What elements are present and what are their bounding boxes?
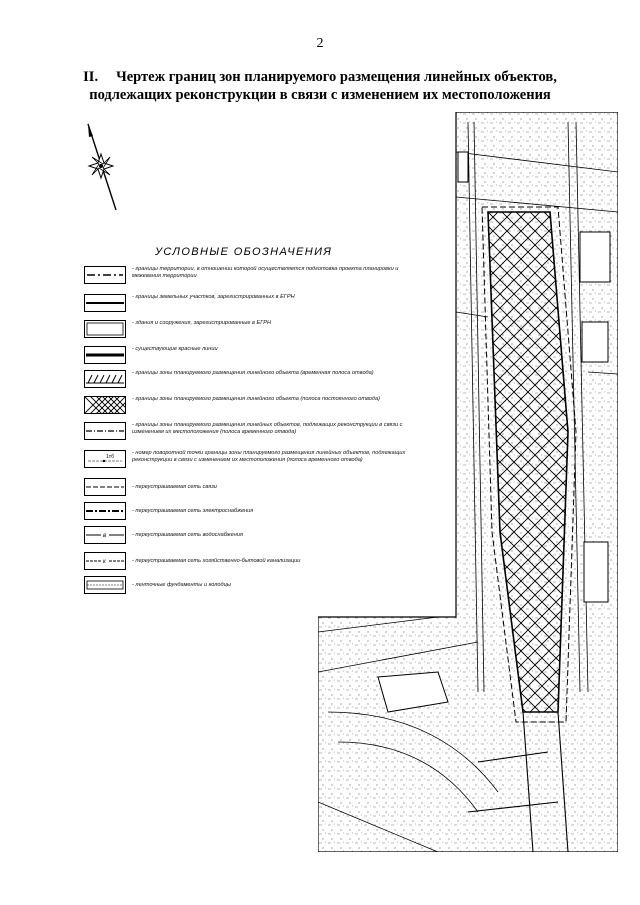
page-number: 2: [316, 36, 324, 51]
legend-item: - переустраиваемая сеть электроснабжения: [84, 502, 414, 528]
page-heading: II. Чертеж границ зон планируемого размещ…: [40, 68, 600, 104]
sewer-line-label: к: [103, 559, 107, 565]
water-line-symbol: в: [84, 526, 126, 544]
building-symbol: [84, 320, 126, 338]
legend-item-text: - переустраиваемая сеть электроснабжения: [132, 508, 254, 514]
legend-item: - границы земельных участков, зарегистри…: [84, 294, 414, 320]
relocation-zone-symbol: [84, 422, 126, 440]
legend-item: - границы территории, в отношении которо…: [84, 266, 414, 292]
legend-item: 1тб - номер поворотной точки границы зон…: [84, 450, 414, 476]
turning-point-label: 1тб: [106, 454, 114, 460]
legend-item: к - переустраиваемая сеть хозяйственно-б…: [84, 552, 414, 578]
legend-item-text: - границы зоны планируемого размещения л…: [132, 396, 380, 402]
legend-item: - здания и сооружения, зарегистрированны…: [84, 320, 414, 346]
legend-item-text: - переустраиваемая сеть связи: [132, 484, 217, 490]
legend-item-text: - границы зоны планируемого размещения л…: [132, 370, 374, 376]
legend-item-text: - границы территории, в отношении которо…: [132, 266, 399, 279]
legend-item-text: - ленточные фундаменты и колодцы: [132, 582, 231, 588]
legend-item-text: - существующие красные линии: [132, 346, 218, 352]
heading-line-1: Чертеж границ зон планируемого размещени…: [116, 69, 557, 85]
temp-zone-hatch-symbol: [84, 370, 126, 388]
heading-number: II.: [83, 69, 99, 85]
legend-item-text: - границы зоны планируемого размещения л…: [132, 422, 403, 435]
legend-item: - переустраиваемая сеть связи: [84, 478, 414, 504]
territory-boundary-symbol: [84, 266, 126, 284]
heading-line-2: подлежащих реконструкции в связи с измен…: [89, 87, 551, 103]
power-line-symbol: [84, 502, 126, 520]
legend-item: - границы зоны планируемого размещения л…: [84, 422, 414, 448]
boundary-drawing: [318, 112, 618, 852]
perm-zone-crosshatch-symbol: [84, 396, 126, 414]
legend-item: - границы зоны планируемого размещения л…: [84, 370, 414, 396]
sewer-line-symbol: к: [84, 552, 126, 570]
legend-item-text: - границы земельных участков, зарегистри…: [132, 294, 295, 300]
north-arrow-icon: [87, 123, 117, 211]
foundations-symbol: [84, 576, 126, 594]
legend-item: - границы зоны планируемого размещения л…: [84, 396, 414, 422]
legend-item-text: - номер поворотной точки границы зоны пл…: [132, 450, 406, 463]
legend-item: в - переустраиваемая сеть водоснабжения: [84, 526, 414, 552]
comm-line-symbol: [84, 478, 126, 496]
red-line-symbol: [84, 346, 126, 364]
legend-item: - существующие красные линии: [84, 346, 414, 372]
water-line-label: в: [103, 533, 106, 539]
legend-item-text: - переустраиваемая сеть водоснабжения: [132, 532, 243, 538]
legend-item-text: - здания и сооружения, зарегистрированны…: [132, 320, 272, 326]
legend-item-text: - переустраиваемая сеть хозяйственно-быт…: [132, 558, 301, 564]
land-plot-boundary-symbol: [84, 294, 126, 312]
legend-title: УСЛОВНЫЕ ОБОЗНАЧЕНИЯ: [155, 246, 333, 258]
turning-point-symbol: 1тб: [84, 450, 126, 468]
legend-item: - ленточные фундаменты и колодцы: [84, 576, 414, 602]
